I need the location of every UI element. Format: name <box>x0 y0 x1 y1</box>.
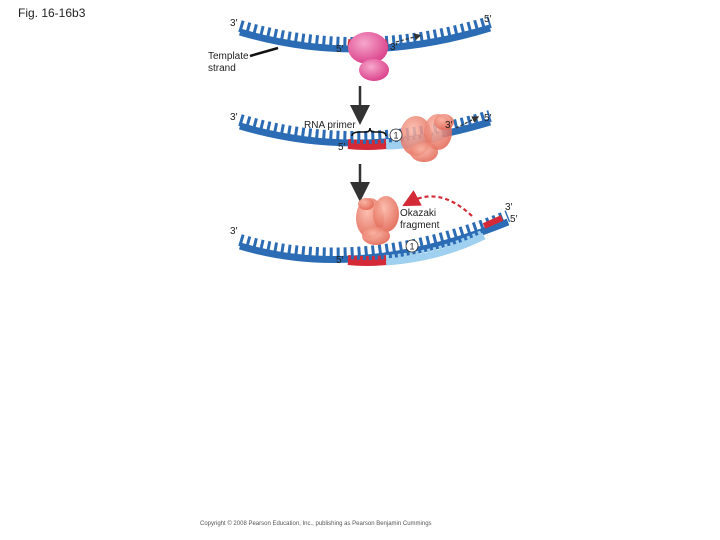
step-number-badge: 1 <box>405 239 419 253</box>
template-strand-teeth <box>238 210 511 260</box>
released-polymerase-enzyme <box>356 196 399 245</box>
rna-primer <box>347 259 387 266</box>
okazaki-fragment-segment <box>385 232 486 266</box>
rna-primer-teeth <box>347 139 387 146</box>
step-number: 1 <box>393 131 398 141</box>
p1-primer-5-label: 5′ <box>336 44 344 55</box>
template-label-line2: strand <box>208 63 236 74</box>
template-strand-teeth <box>238 16 492 50</box>
template-strand-teeth <box>238 110 492 144</box>
p1-left-end-label: 3′ <box>230 18 238 29</box>
panel-2: 3′ 5′ 5′ 3′ RNA primer 1 <box>230 110 492 162</box>
dna-polymerase-enzyme <box>400 114 454 162</box>
step-number: 1 <box>409 242 414 252</box>
template-leader-line <box>249 46 279 58</box>
synthesis-direction-arrow <box>455 116 480 129</box>
figure-title: Fig. 16-16b3 <box>18 6 86 20</box>
p2-right-end-label: 5′ <box>484 113 492 124</box>
okazaki-fragment-teeth <box>385 229 486 261</box>
p2-new-3-label: 3′ <box>445 120 453 131</box>
step-number-badge: 1 <box>389 128 403 142</box>
p2-primer-5-label: 5′ <box>338 142 346 153</box>
p1-right-end-label: 5′ <box>484 14 492 25</box>
p1-primer-3-label: 3′ <box>390 42 398 53</box>
rna-primer-brace <box>351 127 387 137</box>
polymerase-recycle-arrow <box>402 190 473 217</box>
panel-1: 3′ 5′ 5′ 3′ Template strand <box>208 14 492 81</box>
template-label-line1: Template <box>208 51 249 62</box>
primase-enzyme <box>348 32 389 81</box>
p3-left-end-label: 3′ <box>230 226 238 237</box>
primer-direction-arrow <box>395 33 422 43</box>
new-rna-primer <box>482 215 504 229</box>
copyright-notice: Copyright © 2008 Pearson Education, Inc.… <box>200 521 432 527</box>
okazaki-label-line1: Okazaki <box>400 208 436 219</box>
rna-primer-label: RNA primer <box>304 120 356 131</box>
rna-primer-teeth <box>347 255 387 262</box>
p2-left-end-label: 3′ <box>230 112 238 123</box>
p3-primer-5-label: 5′ <box>336 255 344 266</box>
okazaki-label-line2: fragment <box>400 220 440 231</box>
p3-right-5-label: 5′ <box>510 214 518 225</box>
p3-right-3-label: 3′ <box>505 202 513 213</box>
rna-primer <box>347 143 387 150</box>
panel-3: 3′ 5′ 3′ 5′ Okazaki fragment 1 <box>230 190 518 266</box>
